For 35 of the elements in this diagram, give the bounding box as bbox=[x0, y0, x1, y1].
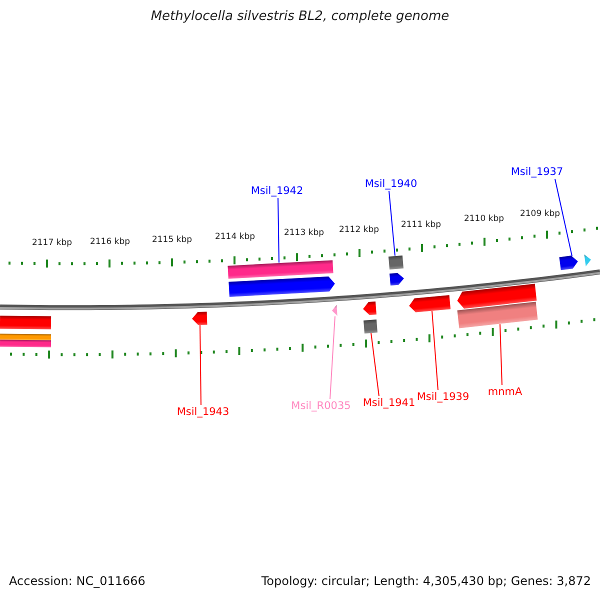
gene-label: Msil_1939 bbox=[416, 390, 470, 404]
tick-label: 2111 kbp bbox=[400, 220, 442, 230]
tick-label: 2115 kbp bbox=[152, 235, 192, 245]
leader-line bbox=[432, 310, 438, 390]
gene-bar bbox=[457, 302, 538, 329]
genome-info: Topology: circular; Length: 4,305,430 bp; Genes: 3,872 bbox=[261, 574, 591, 588]
tick-label: 2112 kbp bbox=[338, 225, 380, 235]
tick-label: 2116 kbp bbox=[90, 237, 130, 247]
chart-title: Methylocella silvestris BL2, complete genome bbox=[150, 9, 450, 24]
genome-info: Accession: NC_011666 bbox=[9, 574, 146, 588]
gene-box bbox=[388, 255, 404, 270]
gene-label: mnmA bbox=[488, 385, 522, 399]
tick-label: 2114 kbp bbox=[214, 232, 256, 242]
leader-line bbox=[200, 324, 202, 406]
gene-block bbox=[192, 312, 208, 326]
gene-box bbox=[364, 319, 378, 334]
gene-label: Msil_1940 bbox=[364, 177, 418, 191]
leader-line bbox=[500, 324, 502, 386]
gene-label: Msil_1943 bbox=[176, 405, 230, 419]
gene-bar bbox=[0, 316, 52, 330]
gene-block bbox=[362, 301, 376, 316]
gene-label: Msil_R0035 bbox=[291, 399, 351, 413]
tick-label: 2109 kbp bbox=[520, 209, 560, 219]
gene-label: Msil_1937 bbox=[510, 165, 564, 179]
tick-label: 2117 kbp bbox=[32, 238, 72, 248]
tick-label: 2110 kbp bbox=[464, 214, 504, 224]
gene-label: Msil_1942 bbox=[250, 184, 304, 198]
leader-line bbox=[330, 316, 336, 400]
leader-line bbox=[370, 332, 380, 396]
gene-bar bbox=[228, 260, 334, 278]
leader-line bbox=[554, 178, 572, 257]
leader-line bbox=[278, 198, 280, 264]
tick-label: 2113 kbp bbox=[284, 228, 324, 238]
gene-label: Msil_1941 bbox=[362, 396, 416, 410]
gene-tip bbox=[332, 305, 338, 316]
